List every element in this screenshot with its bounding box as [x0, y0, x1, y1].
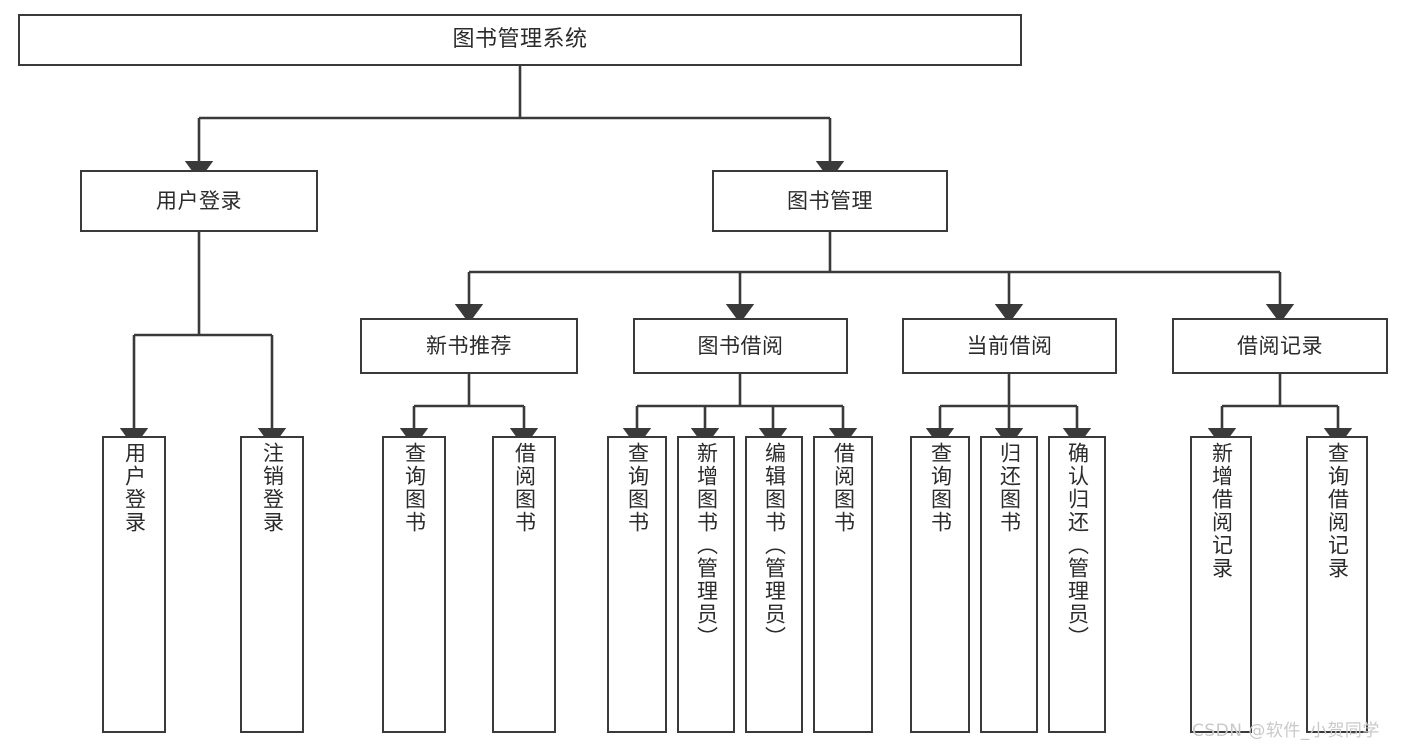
leaf-logout[interactable]: 注销登录: [240, 436, 304, 733]
node-label: 图书管理系统: [452, 27, 588, 53]
node-label: 借阅图书: [512, 442, 537, 534]
node-label: 新增借阅记录: [1209, 442, 1234, 580]
leaf-borrow-book-recommend[interactable]: 借阅图书: [492, 436, 556, 733]
node-new-book-recommend[interactable]: 新书推荐: [360, 318, 578, 374]
leaf-borrow-book[interactable]: 借阅图书: [813, 436, 873, 733]
node-label: 用户登录: [122, 442, 147, 534]
leaf-return-book[interactable]: 归还图书: [980, 436, 1038, 733]
node-label: 编辑图书（管理员）: [762, 442, 787, 649]
leaf-query-book-borrow[interactable]: 查询图书: [607, 436, 667, 733]
node-label: 用户登录: [156, 188, 242, 213]
node-label: 借阅图书: [831, 442, 856, 534]
node-label: 新增图书（管理员）: [694, 442, 719, 649]
leaf-add-book-admin[interactable]: 新增图书（管理员）: [677, 436, 735, 733]
node-label: 归还图书: [997, 442, 1022, 534]
node-label: 图书管理: [787, 188, 873, 213]
csdn-watermark: CSDN @软件_小贺同学: [1192, 721, 1380, 741]
node-label: 确认归还（管理员）: [1065, 442, 1090, 649]
node-book-borrow[interactable]: 图书借阅: [633, 318, 848, 374]
node-label: 当前借阅: [966, 333, 1053, 358]
node-label: 查询图书: [625, 442, 650, 534]
node-label: 查询图书: [928, 442, 953, 534]
node-label: 借阅记录: [1237, 333, 1323, 358]
leaf-query-borrow-record[interactable]: 查询借阅记录: [1306, 436, 1368, 733]
node-borrow-record[interactable]: 借阅记录: [1172, 318, 1388, 374]
node-label: 注销登录: [260, 442, 285, 534]
node-label: 查询借阅记录: [1325, 442, 1350, 580]
leaf-query-book-recommend[interactable]: 查询图书: [382, 436, 446, 733]
leaf-query-book-current[interactable]: 查询图书: [910, 436, 970, 733]
node-book-management[interactable]: 图书管理: [712, 170, 948, 232]
leaf-add-borrow-record[interactable]: 新增借阅记录: [1190, 436, 1252, 733]
node-label: 查询图书: [402, 442, 427, 534]
leaf-edit-book-admin[interactable]: 编辑图书（管理员）: [745, 436, 803, 733]
node-root-system[interactable]: 图书管理系统: [18, 14, 1022, 66]
node-user-login[interactable]: 用户登录: [80, 170, 318, 232]
node-current-borrow[interactable]: 当前借阅: [902, 318, 1117, 374]
leaf-confirm-return-admin[interactable]: 确认归还（管理员）: [1048, 436, 1106, 733]
node-label: 图书借阅: [697, 333, 784, 358]
leaf-user-login[interactable]: 用户登录: [102, 436, 166, 733]
node-label: 新书推荐: [426, 333, 512, 358]
